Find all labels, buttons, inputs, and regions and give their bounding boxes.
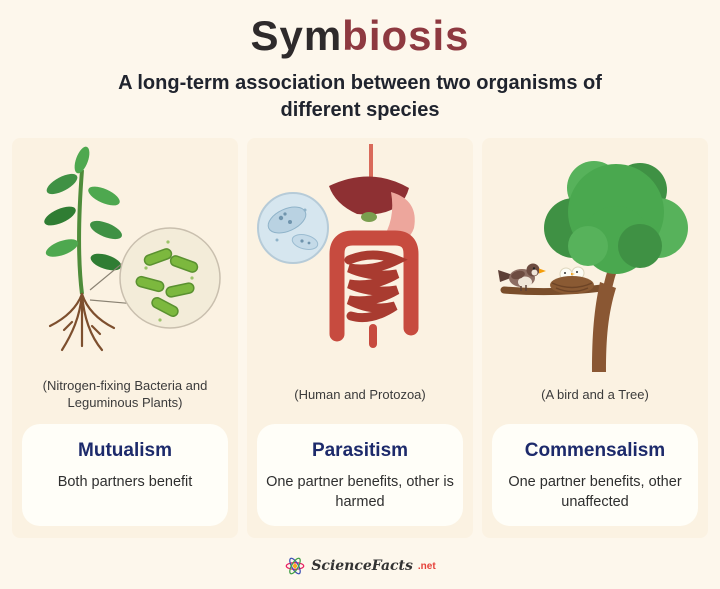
- atom-flower-icon: [285, 557, 305, 575]
- protozoa-zoom-icon: [257, 192, 329, 265]
- plant-bacteria-illustration: [44, 146, 221, 352]
- page-title: Symbiosis: [0, 0, 720, 58]
- bird-icon: [498, 263, 546, 292]
- columns-row: (Nitrogen-fixing Bacteria and Leguminous…: [0, 138, 720, 539]
- description-commensalism: One partner benefits, other unaffected: [508, 474, 682, 510]
- heading-commensalism: Commensalism: [524, 440, 666, 462]
- title-part-sym: Sym: [250, 12, 343, 59]
- card-mutualism: Mutualism Both partners benefit: [22, 424, 228, 527]
- title-part-biosis: biosis: [342, 12, 470, 59]
- nest-icon: [550, 266, 594, 295]
- column-commensalism: (A bird and a Tree) Commensalism One par…: [482, 138, 708, 539]
- column-parasitism: (Human and Protozoa) Parasitism One part…: [247, 138, 473, 539]
- card-parasitism: Parasitism One partner benefits, other i…: [257, 424, 463, 527]
- brand-name: ScienceFacts: [311, 558, 413, 574]
- footer-logo: ScienceFacts .net: [0, 555, 720, 577]
- heading-mutualism: Mutualism: [78, 440, 172, 462]
- caption-mutualism: (Nitrogen-fixing Bacteria and Leguminous…: [42, 378, 208, 411]
- subtitle: A long-term association between two orga…: [118, 72, 602, 122]
- card-commensalism: Commensalism One partner benefits, other…: [492, 424, 698, 527]
- roots-icon: [48, 292, 116, 352]
- description-parasitism: One partner benefits, other is harmed: [266, 474, 454, 510]
- column-mutualism: (Nitrogen-fixing Bacteria and Leguminous…: [12, 138, 238, 539]
- human-protozoa-illustration: [257, 144, 419, 349]
- plant-icon: [44, 146, 122, 295]
- brand-tld: .net: [417, 560, 436, 572]
- caption-parasitism: (Human and Protozoa): [294, 386, 426, 402]
- bacteria-zoom-icon: [89, 227, 221, 329]
- heading-parasitism: Parasitism: [311, 440, 409, 462]
- tree-icon: [500, 161, 688, 373]
- digestive-system-icon: [329, 144, 419, 349]
- bird-tree-illustration: [498, 161, 688, 373]
- caption-commensalism: (A bird and a Tree): [541, 386, 649, 402]
- description-mutualism: Both partners benefit: [57, 474, 193, 491]
